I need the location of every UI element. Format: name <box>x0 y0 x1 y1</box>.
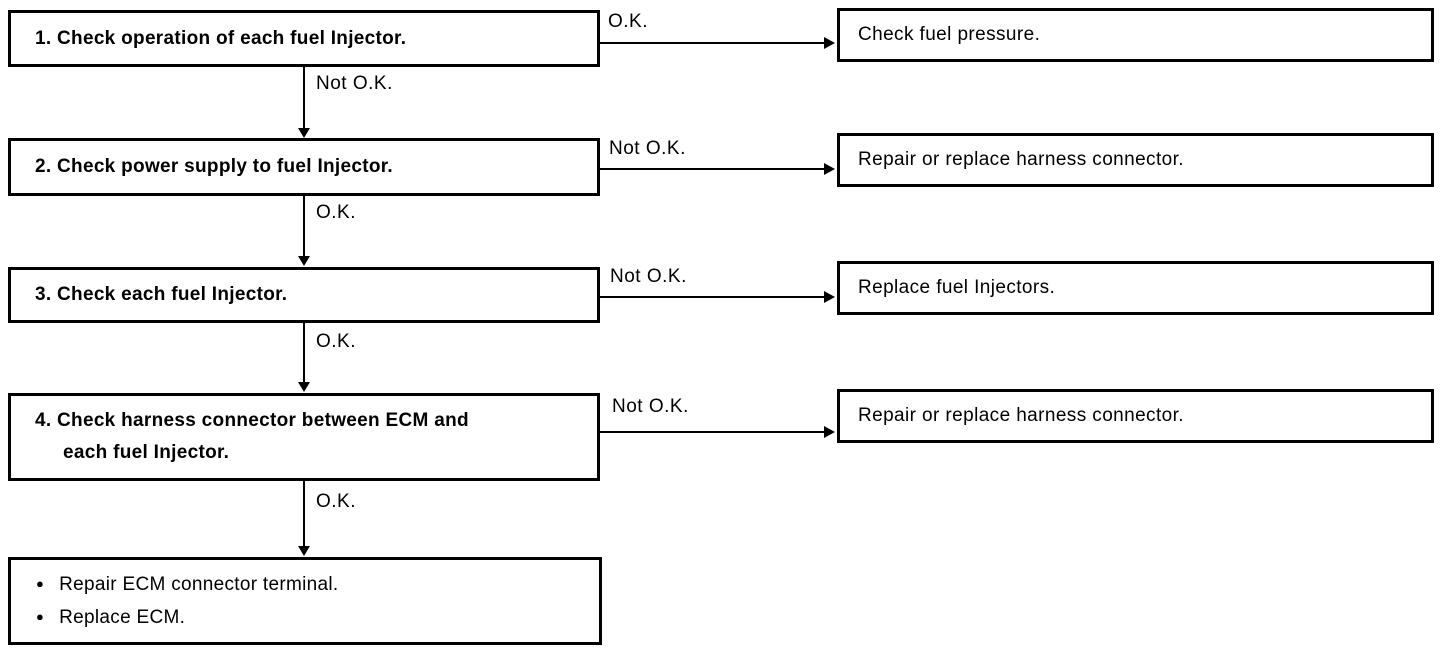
arrowhead-down-icon-3 <box>298 382 310 392</box>
result-3-box: Replace fuel Injectors. <box>837 261 1434 315</box>
step-3-label: 3. Check each fuel Injector. <box>35 284 288 305</box>
connector-right-3 <box>600 296 826 298</box>
edge-label-down-1: Not O.K. <box>314 73 395 95</box>
edge-label-notok-right-3: Not O.K. <box>608 266 689 288</box>
connector-right-2 <box>600 168 826 170</box>
edge-label-notok-right-4: Not O.K. <box>610 396 691 418</box>
final-item-2: ● Replace ECM. <box>36 601 589 634</box>
step-3-box: 3. Check each fuel Injector. <box>8 267 600 323</box>
step-1-box: 1. Check operation of each fuel Injector… <box>8 10 600 67</box>
result-2-box: Repair or replace harness connector. <box>837 133 1434 187</box>
arrowhead-right-icon-1 <box>824 37 835 49</box>
connector-down-3 <box>303 323 305 384</box>
edge-label-down-3: O.K. <box>314 331 359 353</box>
step-4-label-line2: each fuel Injector. <box>63 442 230 463</box>
connector-down-1 <box>303 67 305 130</box>
final-item-1: ● Repair ECM connector terminal. <box>36 568 589 601</box>
step-4-box: 4. Check harness connector between ECM a… <box>8 393 600 481</box>
step-2-label: 2. Check power supply to fuel Injector. <box>35 156 393 177</box>
step-2-box: 2. Check power supply to fuel Injector. <box>8 138 600 196</box>
arrowhead-right-icon-3 <box>824 291 835 303</box>
result-2-label: Repair or replace harness connector. <box>858 149 1184 170</box>
edge-label-down-4: O.K. <box>314 491 359 513</box>
result-4-label: Repair or replace harness connector. <box>858 405 1184 426</box>
connector-right-4 <box>600 431 826 433</box>
step-1-label: 1. Check operation of each fuel Injector… <box>35 27 407 49</box>
arrowhead-down-icon-4 <box>298 546 310 556</box>
edge-label-down-2: O.K. <box>314 202 359 224</box>
bullet-icon: ● <box>36 576 45 591</box>
result-3-label: Replace fuel Injectors. <box>858 277 1056 298</box>
connector-down-4 <box>303 481 305 548</box>
final-box: ● Repair ECM connector terminal. ● Repla… <box>8 557 602 645</box>
bullet-icon: ● <box>36 609 45 624</box>
final-item-1-label: Repair ECM connector terminal. <box>59 574 339 595</box>
arrowhead-right-icon-4 <box>824 426 835 438</box>
final-item-2-label: Replace ECM. <box>59 607 186 628</box>
result-4-box: Repair or replace harness connector. <box>837 389 1434 443</box>
arrowhead-right-icon-2 <box>824 163 835 175</box>
result-1-label: Check fuel pressure. <box>858 24 1041 45</box>
connector-right-1 <box>600 42 826 44</box>
arrowhead-down-icon-1 <box>298 128 310 138</box>
edge-label-notok-right-2: Not O.K. <box>607 138 688 160</box>
arrowhead-down-icon-2 <box>298 256 310 266</box>
edge-label-ok-right-1: O.K. <box>606 11 651 33</box>
result-1-box: Check fuel pressure. <box>837 8 1434 62</box>
step-4-label-line1: 4. Check harness connector between ECM a… <box>35 410 469 431</box>
connector-down-2 <box>303 196 305 258</box>
